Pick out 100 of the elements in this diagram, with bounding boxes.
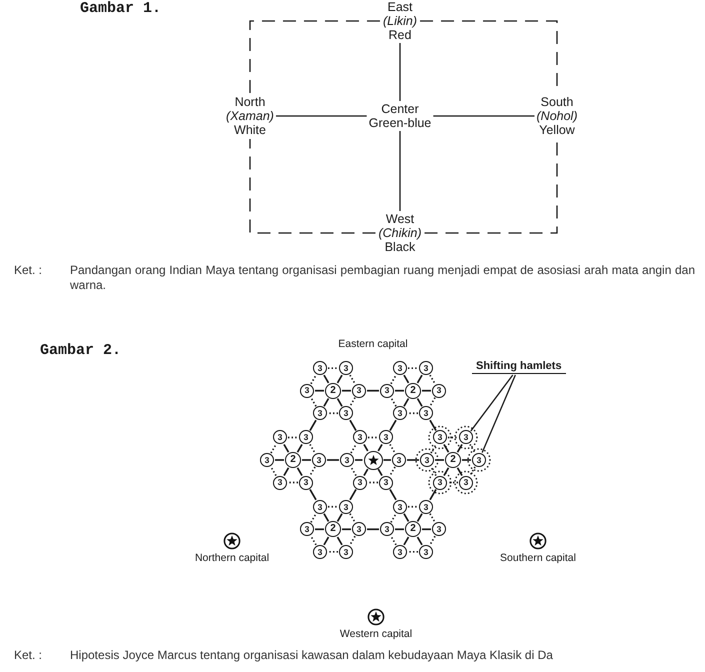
dotted-link xyxy=(310,397,317,407)
dotted-link xyxy=(429,513,436,523)
place-label: Northern capital xyxy=(194,552,270,564)
dotted-link xyxy=(349,397,356,407)
dotted-link xyxy=(429,374,436,384)
solid-line xyxy=(389,420,397,431)
hamlet-circle: 3 xyxy=(312,453,326,467)
hamlet-circle: 3 xyxy=(420,453,434,467)
solid-line xyxy=(416,536,423,546)
solid-line xyxy=(456,444,463,453)
direction-label: East (Likin) Red xyxy=(382,0,418,42)
dotted-link xyxy=(350,444,357,454)
hamlet-circle: 3 xyxy=(299,476,313,490)
solid-line xyxy=(323,536,330,546)
hamlet-circle: 3 xyxy=(392,453,406,467)
solid-line xyxy=(323,374,330,384)
hamlet-circle: 3 xyxy=(353,476,367,490)
solid-line xyxy=(327,459,339,461)
solid-line xyxy=(363,468,368,476)
hamlet-circle: 3 xyxy=(353,430,367,444)
town-circle: 2 xyxy=(405,521,421,538)
solid-line xyxy=(395,390,404,392)
solid-line xyxy=(443,444,450,453)
dotted-link xyxy=(389,444,396,454)
solid-line xyxy=(378,468,383,476)
place-label: Eastern capital xyxy=(338,338,408,350)
hamlet-circle: 3 xyxy=(340,453,354,467)
solid-line xyxy=(349,420,357,431)
solid-line xyxy=(403,398,410,407)
solid-line xyxy=(389,489,397,500)
note-marker: Ket. : xyxy=(14,263,42,277)
direction-label: North (Xaman) White xyxy=(225,95,275,137)
solid-line xyxy=(336,398,343,407)
place-label: Southern capital xyxy=(500,552,576,564)
hamlet-circle: 3 xyxy=(313,361,327,376)
figure-title: Gambar 1. xyxy=(80,0,162,17)
hamlet-circle: 3 xyxy=(380,384,394,398)
solid-line xyxy=(315,528,324,530)
hamlet-circle: 3 xyxy=(300,522,314,536)
dotted-link xyxy=(368,482,378,484)
solid-line xyxy=(378,444,383,452)
dotted-link xyxy=(448,482,458,484)
solid-line xyxy=(433,115,534,117)
solid-line xyxy=(395,528,404,530)
hamlet-circle: 3 xyxy=(393,406,407,420)
dotted-link xyxy=(448,436,458,438)
hamlet-circle: 3 xyxy=(352,522,366,536)
hamlet-circle: 3 xyxy=(393,361,407,376)
figure-caption: Hipotesis Joyce Marcus tentang organisasi kawasan dalam kebudayaan Maya Klasik di Da xyxy=(70,648,554,663)
solid-line xyxy=(403,374,410,384)
hamlet-circle: 3 xyxy=(432,522,446,536)
solid-line xyxy=(342,390,351,392)
solid-line xyxy=(462,459,471,461)
solid-line xyxy=(363,444,368,452)
hamlet-circle: 3 xyxy=(393,544,407,559)
town-circle: 2 xyxy=(405,382,421,399)
hamlet-circle: 3 xyxy=(433,430,447,444)
town-circle: 2 xyxy=(325,521,341,538)
solid-line xyxy=(296,467,303,476)
dotted-link xyxy=(288,482,298,484)
dotted-link xyxy=(349,536,356,546)
dotted-link xyxy=(328,412,338,414)
solid-line xyxy=(416,398,423,407)
hamlet-circle: 3 xyxy=(313,544,327,559)
dotted-link xyxy=(390,397,397,407)
dotted-link xyxy=(349,513,356,523)
hamlet-circle: 3 xyxy=(472,453,486,467)
direction-label: West (Chikin) Black xyxy=(377,212,423,254)
hamlet-circle: 3 xyxy=(299,430,313,444)
solid-line xyxy=(435,459,444,461)
solid-line xyxy=(456,467,463,476)
solid-line xyxy=(355,459,362,461)
hamlet-circle: 3 xyxy=(339,500,353,514)
solid-line xyxy=(275,459,284,461)
dotted-link xyxy=(429,397,436,407)
dotted-link xyxy=(328,367,338,370)
solid-line xyxy=(336,374,343,384)
solid-line xyxy=(367,528,379,530)
dotted-link xyxy=(288,436,298,438)
hamlet-circle: 3 xyxy=(433,476,447,490)
hamlet-circle: 3 xyxy=(393,500,407,514)
hamlet-circle: 3 xyxy=(313,406,327,420)
solid-line xyxy=(276,115,367,117)
dotted-link xyxy=(349,374,356,384)
hamlet-circle: 3 xyxy=(379,430,393,444)
solid-line xyxy=(283,444,290,453)
capital-circle xyxy=(364,450,382,470)
solid-line xyxy=(422,528,431,530)
solid-line xyxy=(315,390,324,392)
solid-line xyxy=(342,528,351,530)
solid-line xyxy=(416,513,423,522)
dashed-line xyxy=(249,139,376,234)
dotted-link xyxy=(430,466,437,476)
hamlet-circle: 3 xyxy=(419,544,433,559)
solid-line xyxy=(429,489,437,500)
solid-line xyxy=(296,444,303,453)
solid-line xyxy=(323,513,330,522)
dotted-link xyxy=(390,513,397,523)
dotted-link xyxy=(368,436,378,438)
solid-line xyxy=(336,536,343,546)
